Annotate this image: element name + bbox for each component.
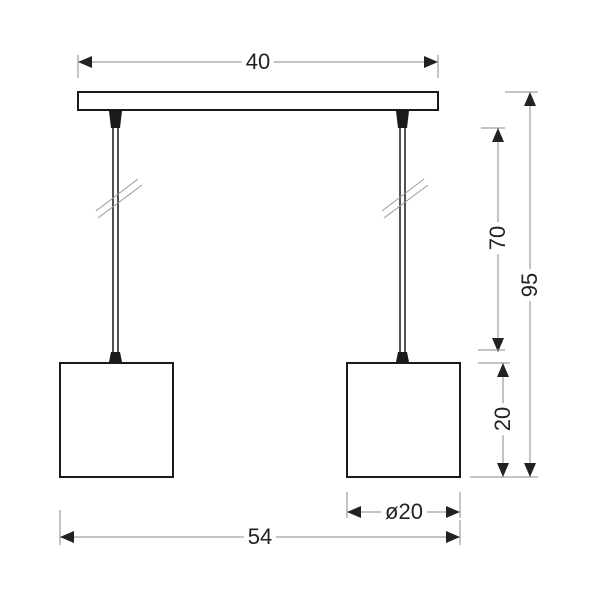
label-canopy-width: 40: [241, 51, 275, 73]
label-shade-height: 20: [490, 402, 515, 436]
right-shade: [346, 362, 461, 478]
label-overall-height: 95: [517, 268, 542, 302]
right-cord: [381, 111, 429, 362]
left-shade: [59, 362, 174, 478]
label-cord-length: 70: [485, 221, 510, 255]
label-shade-diameter: ø20: [381, 501, 427, 523]
label-overall-width: 54: [243, 526, 277, 548]
canopy: [77, 91, 439, 111]
left-cord: [95, 111, 143, 362]
